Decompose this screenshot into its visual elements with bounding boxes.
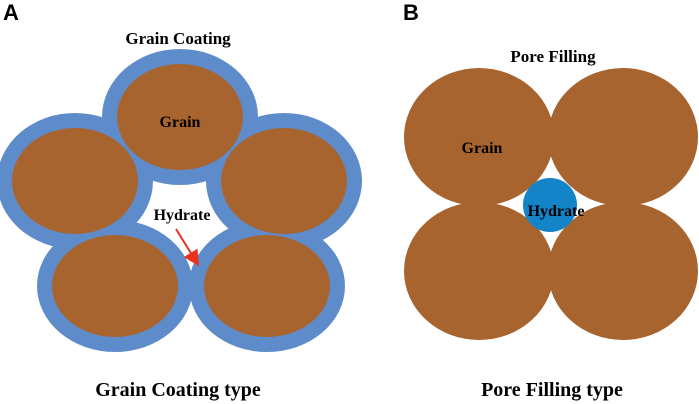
- caption-b: Pore Filling type: [481, 379, 623, 401]
- grain-coating-label: Grain Coating: [125, 29, 231, 48]
- grain-layer-b: [404, 68, 698, 340]
- hydrate-label-a: Hydrate: [154, 207, 211, 224]
- hydrate-arrow: [175, 228, 200, 267]
- grain-bottom-left: [52, 235, 178, 337]
- grain-right: [221, 128, 347, 234]
- panel-b: B Pore Filling Grain Hydrate Pore Fillin…: [403, 0, 698, 401]
- hydrate-label-b: Hydrate: [528, 203, 585, 220]
- grain-bottom-right: [204, 235, 330, 337]
- panel-a-letter: A: [3, 0, 19, 25]
- panel-b-letter: B: [403, 0, 419, 25]
- grain-b-top-right: [548, 68, 698, 206]
- grain-label-b: Grain: [462, 140, 503, 157]
- grain-b-bottom-left: [404, 202, 554, 340]
- caption-a: Grain Coating type: [95, 379, 261, 401]
- hydrate-pore-circle: [523, 178, 577, 232]
- grain-label-a: Grain: [160, 114, 201, 131]
- grain-layer: [12, 64, 347, 337]
- pore-filling-label: Pore Filling: [510, 47, 596, 66]
- grain-b-top-left: [404, 68, 554, 206]
- panel-a: A Grain Coating Grain Hydrate Grain Coat…: [0, 0, 362, 401]
- grain-top: [117, 64, 243, 170]
- grain-left: [12, 128, 138, 234]
- grain-b-bottom-right: [548, 202, 698, 340]
